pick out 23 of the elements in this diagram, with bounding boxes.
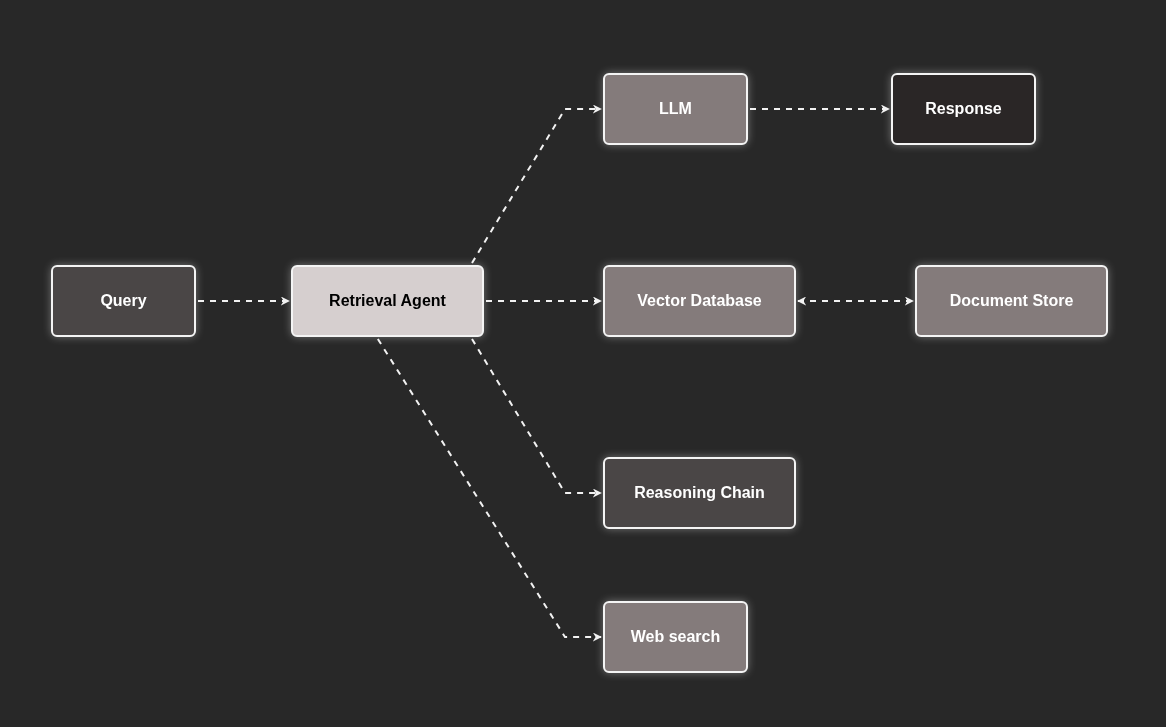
node-label: LLM (659, 99, 692, 119)
dashed-arrow (485, 296, 602, 306)
process-box (291, 265, 484, 337)
node-label: Retrieval Agent (329, 291, 446, 311)
dashed-arrow (376, 338, 602, 642)
process-box (603, 457, 796, 529)
process-box (915, 265, 1108, 337)
dashed-arrow (797, 296, 914, 306)
node-label: Document Store (949, 291, 1074, 311)
dashed-arrow (471, 338, 602, 498)
node-label: Web search (630, 627, 721, 647)
dashed-arrow (197, 296, 290, 306)
dashed-arrow (749, 104, 890, 114)
process-box (603, 265, 796, 337)
node-label: Response (925, 99, 1002, 119)
node-label: Vector Database (637, 291, 762, 311)
process-box (603, 601, 748, 673)
process-box (603, 73, 748, 145)
dashed-arrow (471, 104, 602, 264)
process-box (51, 265, 196, 337)
process-box (891, 73, 1036, 145)
node-label: Reasoning Chain (634, 483, 765, 503)
node-label: Query (100, 291, 147, 311)
